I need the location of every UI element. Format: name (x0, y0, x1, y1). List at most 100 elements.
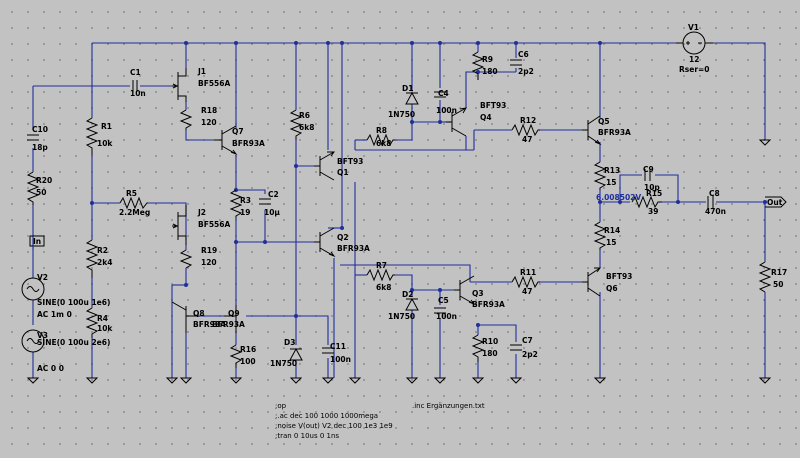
jfet-j2-symbol (172, 205, 187, 245)
label-q4-model: BFT93 (480, 101, 506, 110)
label-c2-value: 10µ (264, 208, 280, 217)
resistor-r9-symbol (471, 51, 485, 80)
label-r9-name: R9 (482, 55, 493, 64)
resistor-r17-symbol (758, 261, 772, 293)
label-r14-value: 15 (606, 238, 616, 247)
label-r20-value: 50 (36, 188, 46, 197)
label-c1-value: 10n (130, 89, 146, 98)
label-r12-value: 47 (522, 135, 532, 144)
label-r11-name: R11 (520, 268, 536, 277)
transistor-q5-symbol (582, 115, 602, 146)
label-r16-name: R16 (240, 345, 256, 354)
capacitor-symbols (27, 59, 714, 354)
label-r5-value: 2.2Meg (119, 208, 150, 217)
include-directive: .inc Ergänzungen.txt (412, 402, 485, 410)
ground-symbols (26, 139, 772, 384)
label-r7-name: R7 (376, 261, 387, 270)
label-r20-name: R20 (36, 176, 52, 185)
capacitor-c9-symbol (644, 169, 651, 181)
label-r4-value: 10k (97, 324, 113, 333)
resistor-r10-symbol (471, 334, 485, 362)
capacitor-c1-symbol (132, 80, 138, 92)
resistor-r19-symbol (179, 249, 193, 269)
label-v3-name: V3 (37, 331, 48, 340)
resistor-r16-symbol (229, 344, 243, 368)
label-j1-name: J1 (197, 67, 206, 76)
transistor-q8-symbol (171, 301, 200, 333)
ports (29, 196, 787, 250)
label-v1-extra: Rser=0 (679, 65, 710, 74)
label-j2-name: J2 (197, 208, 206, 217)
label-r17-name: R17 (771, 268, 787, 277)
diode-symbols (289, 91, 419, 361)
label-d1-name: D1 (402, 84, 413, 93)
label-c11-name: C11 (330, 342, 346, 351)
resistor-r3-symbol (229, 189, 243, 218)
label-c2-name: C2 (268, 190, 279, 199)
label-c5-name: C5 (438, 296, 449, 305)
label-c8-name: C8 (709, 189, 720, 198)
label-r3-name: R3 (240, 196, 251, 205)
resistor-symbols (26, 51, 772, 368)
resistor-r18-symbol (179, 109, 193, 130)
wires (32, 42, 766, 378)
label-d2-name: D2 (402, 290, 413, 299)
port-out-box (765, 196, 787, 208)
resistor-r2-symbol (85, 239, 99, 278)
label-r18-value: 120 (201, 118, 217, 127)
transistor-q9-symbol (224, 305, 237, 333)
label-c1-name: C1 (130, 68, 141, 77)
label-c8-value: 470n (705, 207, 726, 216)
label-r15-value: 39 (648, 207, 658, 216)
label-r8-name: R8 (376, 126, 387, 135)
label-r12-name: R12 (520, 116, 536, 125)
voltage-source-v3-symbol (21, 329, 45, 353)
port-in-label: In (33, 237, 41, 246)
label-r9-value: 180 (482, 67, 498, 76)
label-v2-name: V2 (37, 273, 48, 282)
label-q7-name: Q7 (232, 127, 244, 136)
label-q3-name: Q3 (472, 289, 484, 298)
label-v1-value: 12 (689, 55, 699, 64)
label-q2-model: BFR93A (337, 244, 370, 253)
label-r13-name: R13 (604, 166, 620, 175)
label-r3-value: 19 (240, 208, 250, 217)
transistor-q4-symbol (446, 107, 467, 137)
node-voltage-readout: 6.008502V (596, 193, 641, 202)
label-r16-value: 100 (240, 357, 256, 366)
label-q1-name: Q1 (337, 168, 349, 177)
label-r2-name: R2 (97, 246, 108, 255)
jfet-symbols (172, 68, 187, 245)
directive-line-4: ;tran 0 10us 0 1ns (275, 432, 339, 440)
label-r4-name: R4 (97, 314, 108, 323)
label-q9-name: Q9 (228, 309, 240, 318)
label-q6-name: Q6 (606, 284, 618, 293)
label-q3-model: BFR93A (472, 300, 505, 309)
transistor-q2-symbol (314, 227, 336, 258)
capacitor-c10-symbol (27, 134, 39, 141)
label-q4-name: Q4 (480, 113, 492, 122)
label-q1-model: BFT93 (337, 157, 363, 166)
resistor-r4-symbol (85, 307, 99, 338)
directive-line-2: ;.ac dec 100 1000 1000mega (275, 412, 378, 420)
resistor-r6-symbol (289, 109, 303, 140)
label-c4-value: 100n (436, 106, 457, 115)
label-c7-value: 2p2 (522, 350, 538, 359)
voltage-source-symbols (21, 31, 713, 353)
capacitor-c8-symbol (707, 196, 714, 208)
label-q5-model: BFR93A (598, 128, 631, 137)
label-q8-name: Q8 (193, 309, 205, 318)
label-c4-name: C4 (438, 89, 449, 98)
resistor-r7-symbol (366, 268, 395, 282)
label-c10-value: 18p (32, 143, 48, 152)
label-c6-name: C6 (518, 50, 529, 59)
label-r8-value: 6k8 (376, 139, 391, 148)
label-c7-name: C7 (522, 336, 533, 345)
label-d3-name: D3 (284, 338, 295, 347)
label-r19-name: R19 (201, 246, 217, 255)
resistor-r8-symbol (366, 133, 395, 147)
resistor-r13-symbol (593, 161, 607, 190)
resistor-r15-symbol (631, 195, 662, 209)
